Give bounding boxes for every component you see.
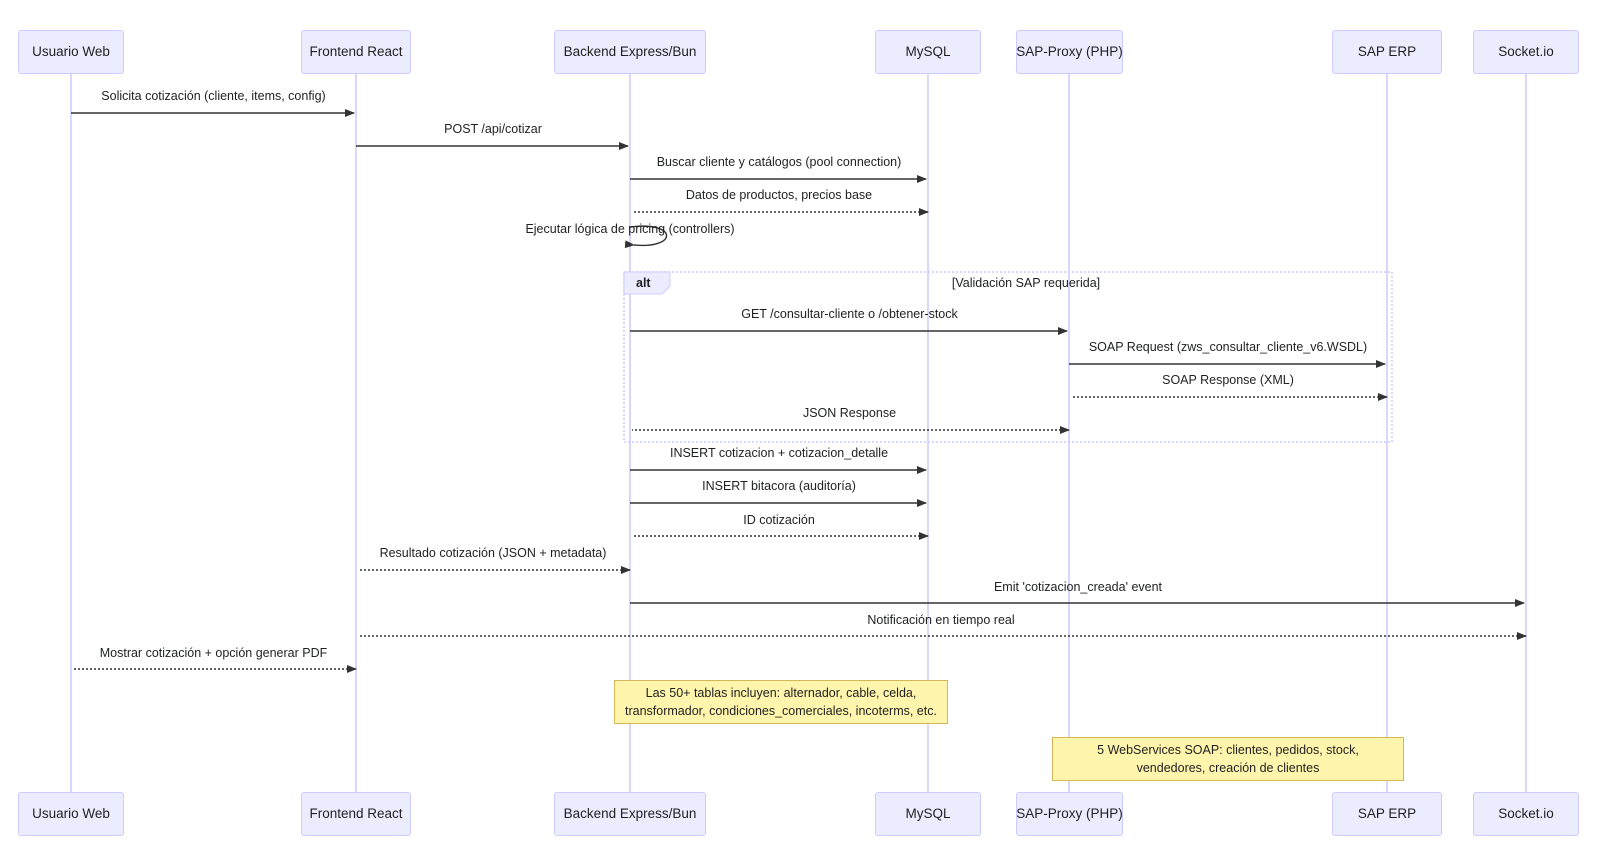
note-note-webservices: 5 WebServices SOAP: clientes, pedidos, s… <box>1052 737 1404 781</box>
message-label-m10: INSERT cotizacion + cotizacion_detalle <box>669 446 889 460</box>
message-arrow-m5 <box>624 225 668 249</box>
fragment-tab-alt-sap <box>623 271 671 295</box>
fragment-keyword-alt-sap: alt <box>636 276 651 290</box>
note-text: 5 WebServices SOAP: clientes, pedidos, s… <box>1097 742 1359 775</box>
message-label-m9: JSON Response <box>802 406 897 420</box>
participant-label: Frontend React <box>309 43 403 59</box>
participant-sapproxy-bottom[interactable]: SAP-Proxy (PHP) <box>1016 792 1123 836</box>
participant-label: Socket.io <box>1498 43 1554 59</box>
message-arrows-group <box>71 109 1527 673</box>
note-text: Las 50+ tablas incluyen: alternador, cab… <box>625 685 937 718</box>
message-label-m3: Buscar cliente y catálogos (pool connect… <box>656 155 902 169</box>
message-label-m11: INSERT bitacora (auditoría) <box>702 479 856 493</box>
participant-usuario-top[interactable]: Usuario Web <box>18 30 124 74</box>
message-label-m16: Mostrar cotización + opción generar PDF <box>99 646 328 660</box>
participant-label: SAP ERP <box>1357 805 1417 821</box>
message-label-m1: Solicita cotización (cliente, items, con… <box>101 89 326 103</box>
participant-label: SAP ERP <box>1357 43 1417 59</box>
participant-label: SAP-Proxy (PHP) <box>1016 43 1123 59</box>
participant-label: Frontend React <box>309 805 403 821</box>
participant-saperp-bottom[interactable]: SAP ERP <box>1332 792 1442 836</box>
participant-sapproxy-top[interactable]: SAP-Proxy (PHP) <box>1016 30 1123 74</box>
participant-socketio-top[interactable]: Socket.io <box>1473 30 1579 74</box>
participant-label: Usuario Web <box>32 805 110 821</box>
participant-saperp-top[interactable]: SAP ERP <box>1332 30 1442 74</box>
participant-usuario-bottom[interactable]: Usuario Web <box>18 792 124 836</box>
message-label-m12: ID cotización <box>743 513 815 527</box>
participant-label: Usuario Web <box>32 43 110 59</box>
participant-label: MySQL <box>905 805 951 821</box>
participant-frontend-top[interactable]: Frontend React <box>301 30 411 74</box>
message-label-m8: SOAP Response (XML) <box>1162 373 1294 387</box>
fragment-box-alt-sap <box>623 271 1393 443</box>
participant-label: SAP-Proxy (PHP) <box>1016 805 1123 821</box>
participant-backend-bottom[interactable]: Backend Express/Bun <box>554 792 706 836</box>
message-label-m5: Ejecutar lógica de pricing (controllers) <box>525 222 735 236</box>
participant-backend-top[interactable]: Backend Express/Bun <box>554 30 706 74</box>
note-note-tablas: Las 50+ tablas incluyen: alternador, cab… <box>614 680 948 724</box>
fragment-condition-alt-sap: [Validación SAP requerida] <box>951 276 1101 290</box>
message-label-m14: Emit 'cotizacion_creada' event <box>993 580 1163 594</box>
message-label-m6: GET /consultar-cliente o /obtener-stock <box>741 307 958 321</box>
participant-label: Backend Express/Bun <box>563 43 697 59</box>
participant-label: Backend Express/Bun <box>563 805 697 821</box>
participant-mysql-top[interactable]: MySQL <box>875 30 981 74</box>
message-label-m15: Notificación en tiempo real <box>867 613 1015 627</box>
message-label-m13: Resultado cotización (JSON + metadata) <box>379 546 607 560</box>
participant-mysql-bottom[interactable]: MySQL <box>875 792 981 836</box>
participant-label: MySQL <box>905 43 951 59</box>
participant-label: Socket.io <box>1498 805 1554 821</box>
participant-frontend-bottom[interactable]: Frontend React <box>301 792 411 836</box>
participant-socketio-bottom[interactable]: Socket.io <box>1473 792 1579 836</box>
message-label-m2: POST /api/cotizar <box>444 122 542 136</box>
message-label-m7: SOAP Request (zws_consultar_cliente_v6.W… <box>1088 340 1368 354</box>
message-label-m4: Datos de productos, precios base <box>685 188 873 202</box>
alt-fragments-group <box>623 271 1393 443</box>
